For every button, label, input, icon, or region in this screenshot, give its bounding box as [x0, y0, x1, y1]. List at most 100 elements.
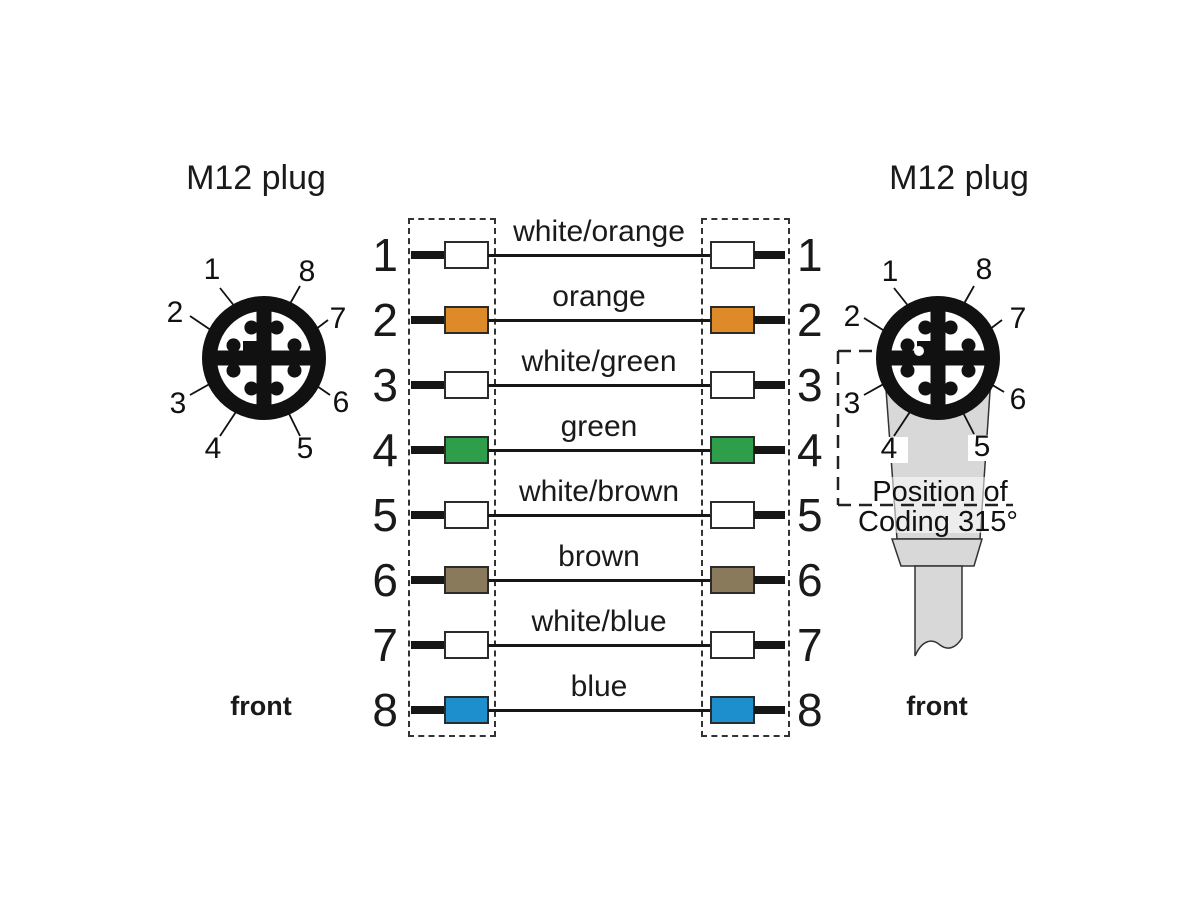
pin-number-left: 3 — [372, 359, 398, 411]
pin-number-right: 6 — [797, 554, 823, 606]
wire-line — [488, 449, 710, 452]
wire-color-box-left — [444, 436, 489, 464]
right-connector-dashed-box — [701, 218, 790, 737]
connector-pins — [900, 320, 976, 396]
left-plug-title: M12 plug — [186, 159, 326, 197]
pin-7 — [287, 338, 302, 353]
wire-line — [488, 709, 710, 712]
wire-line — [488, 254, 710, 257]
wire-color-box-left — [444, 501, 489, 529]
pin-number-left: 5 — [372, 489, 398, 541]
wire-color-box-left — [444, 241, 489, 269]
wire-stub-left — [411, 251, 445, 259]
label-patch-5 — [968, 435, 1000, 461]
wire-color-label: orange — [552, 280, 646, 313]
wire-color-box-right — [710, 241, 755, 269]
pin-label-3: 3 — [844, 387, 861, 420]
pin-label-2: 2 — [167, 296, 184, 329]
wire-color-box-left — [444, 371, 489, 399]
cable — [914, 565, 963, 657]
pin-3 — [226, 363, 241, 378]
wire-line — [488, 579, 710, 582]
wire-stub-right — [754, 641, 785, 649]
pin-label-5: 5 — [297, 432, 314, 465]
connector-pins — [226, 320, 302, 396]
wire-stub-right — [754, 706, 785, 714]
pin-2 — [226, 338, 241, 353]
pin-number-right: 4 — [797, 424, 823, 476]
pin-number-right: 3 — [797, 359, 823, 411]
pin-labels: 1 2 3 4 5 6 7 8 — [167, 253, 350, 465]
pin-number-left: 4 — [372, 424, 398, 476]
coding-note-line2: Coding 315° — [858, 506, 1018, 538]
wire-color-box-right — [710, 566, 755, 594]
wire-color-label: white/blue — [531, 605, 667, 638]
wire-stub-right — [754, 446, 785, 454]
wire-color-box-right — [710, 306, 755, 334]
wire-line — [488, 384, 710, 387]
pin-5 — [943, 381, 958, 396]
pin-number-right: 2 — [797, 294, 823, 346]
wire-color-box-left — [444, 631, 489, 659]
wire-stub-right — [754, 316, 785, 324]
wire-line — [488, 644, 710, 647]
pin-number-right: 7 — [797, 619, 823, 671]
wire-color-label: green — [560, 410, 638, 443]
cross-horizontal-bar — [891, 350, 985, 366]
pin-label-6: 6 — [1010, 383, 1027, 416]
pin-6 — [961, 363, 976, 378]
wire-color-box-left — [444, 566, 489, 594]
pin-number-left: 2 — [372, 294, 398, 346]
left-connector-dashed-box — [408, 218, 496, 737]
right-m12-connector: 1 2 3 4 5 6 7 8 Position of Coding 315° — [836, 253, 1027, 657]
pin-labels: 1 2 3 4 5 6 7 8 — [844, 253, 1027, 465]
wire-color-label: white/brown — [518, 475, 680, 508]
pin-number-right: 8 — [797, 684, 823, 736]
pin-label-1: 1 — [204, 253, 221, 286]
left-front-label: front — [230, 691, 292, 721]
wire-color-label: white/green — [521, 345, 677, 378]
wire-color-box-right — [710, 436, 755, 464]
coding-note-line1: Position of — [872, 476, 1008, 508]
wire-stub-right — [754, 381, 785, 389]
pin-label-8: 8 — [976, 253, 993, 286]
pin-label-4: 4 — [881, 432, 898, 465]
wire-line — [488, 514, 710, 517]
label-patch-4 — [877, 437, 908, 463]
plug-collar — [890, 538, 984, 567]
pin-7 — [961, 338, 976, 353]
pin-label-4: 4 — [205, 432, 222, 465]
pin-number-left: 6 — [372, 554, 398, 606]
wire-stub-left — [411, 641, 445, 649]
pin-label-7: 7 — [330, 302, 347, 335]
wire-color-box-right — [710, 501, 755, 529]
pin-label-1: 1 — [882, 255, 899, 288]
wire-color-box-right — [710, 631, 755, 659]
pin-4 — [918, 381, 933, 396]
wire-stub-left — [411, 446, 445, 454]
wire-color-label: blue — [570, 670, 628, 703]
pin-label-8: 8 — [299, 255, 316, 288]
pin-2 — [900, 338, 915, 353]
coding-position-dot — [914, 346, 924, 356]
pin-number-right: 1 — [797, 229, 823, 281]
pin-number-right: 5 — [797, 489, 823, 541]
pin-label-2: 2 — [844, 300, 861, 333]
pin-4 — [244, 381, 259, 396]
right-front-label: front — [906, 691, 968, 721]
wire-color-box-right — [710, 696, 755, 724]
wire-stub-right — [754, 576, 785, 584]
pin-8 — [943, 320, 958, 335]
pin-6 — [287, 363, 302, 378]
wire-stub-right — [754, 511, 785, 519]
left-m12-connector-face: 1 2 3 4 5 6 7 8 — [167, 253, 350, 465]
pin-8 — [269, 320, 284, 335]
wire-color-label: brown — [558, 540, 640, 573]
coding-notch — [243, 341, 257, 357]
pin-5 — [269, 381, 284, 396]
pin-label-6: 6 — [333, 386, 350, 419]
pin-number-left: 8 — [372, 684, 398, 736]
pin-label-7: 7 — [1010, 302, 1027, 335]
pin-1 — [244, 320, 259, 335]
